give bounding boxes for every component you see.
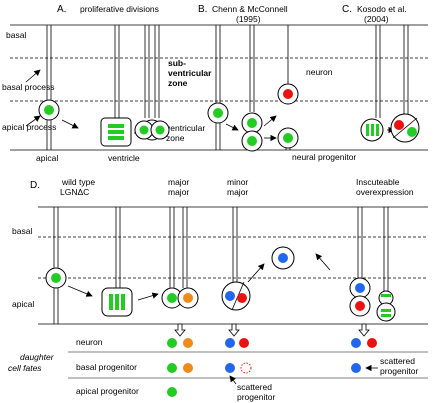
- col4-cells: [315, 207, 396, 322]
- col1-cells: [45, 207, 159, 324]
- panel-a-cells: [38, 25, 170, 150]
- fate-dot-col2-basal-orange: [183, 363, 193, 373]
- scattered-note-2b: progenitor: [380, 366, 418, 376]
- fate-dot-col2-apical-green: [167, 387, 177, 397]
- panel-d: D. wild type LGNΔC major major minor maj…: [8, 177, 428, 402]
- fate-dot-col3-basal-blue: [225, 363, 235, 373]
- apical-process-arrow: [25, 115, 41, 127]
- progression-arrow: [61, 119, 79, 129]
- surface-ventricle-label: ventricle: [108, 153, 140, 163]
- col3-cells: [221, 207, 295, 311]
- col2-header-1: major: [168, 177, 189, 187]
- vz-label-1: ventricular: [166, 123, 205, 133]
- fate-dot-col3-neuron-red: [239, 338, 249, 348]
- progression-arrow: [263, 115, 277, 127]
- fate-dot-col2-neuron-green: [167, 338, 177, 348]
- svz-label-1: sub-: [168, 58, 186, 68]
- top-panels: A. proliferative divisions B. Chenn & Mc…: [2, 4, 428, 163]
- neuron-label-top: neuron: [306, 67, 333, 77]
- panel-b-letter: B.: [198, 4, 207, 15]
- apical-process-label: apical process: [2, 122, 56, 132]
- col4-header-1: Inscuteable: [356, 177, 400, 187]
- vz-label-2: zone: [166, 133, 185, 143]
- col3-header-2: major: [227, 187, 248, 197]
- panel-c-letter: C.: [342, 4, 352, 15]
- fate-dot-col3-neuron-blue: [225, 338, 235, 348]
- fate-dots: [167, 338, 377, 397]
- d-layer-basal: basal: [12, 226, 32, 236]
- progression-arrow: [315, 253, 331, 271]
- surface-apical-label: apical: [36, 153, 58, 163]
- fate-arrows: [174, 323, 370, 337]
- progression-arrow: [137, 292, 159, 301]
- panel-c-cells: [360, 25, 420, 143]
- panel-b-title-1: Chenn & McConnell: [212, 4, 288, 14]
- svz-label-2: ventricular: [168, 68, 212, 78]
- col1-header-1: wild type: [61, 177, 95, 187]
- panel-c-title-1: Kosodo et al.: [357, 4, 407, 14]
- row-basal-progenitor-label: basal progenitor: [76, 362, 137, 372]
- fate-dot-col3-basal-dashed: [240, 362, 252, 374]
- fate-dot-col4-basal-blue: [351, 363, 361, 373]
- fates-label-1: daughter: [20, 352, 55, 362]
- basal-process-label: basal process: [2, 82, 54, 92]
- row-apical-progenitor-label: apical progenitor: [76, 386, 139, 396]
- panel-a-title: proliferative divisions: [80, 4, 159, 14]
- fates-label-2: cell fates: [8, 363, 42, 373]
- col3-header-1: minor: [227, 177, 248, 187]
- svz-label-3: zone: [168, 78, 188, 88]
- fate-dot-col2-basal-green: [167, 363, 177, 373]
- progression-arrow: [225, 123, 239, 131]
- col1-header-2: LGNΔC: [60, 187, 89, 197]
- fate-dot-col2-neuron-orange: [183, 338, 193, 348]
- fate-dot-col4-neuron-red: [367, 338, 377, 348]
- col4-header-2: overexpression: [356, 187, 414, 197]
- panel-b-cells: [207, 25, 299, 152]
- scattered-note-2a: scattered: [380, 356, 415, 366]
- panel-d-letter: D.: [30, 180, 40, 191]
- apical-progenitor-nucleus: [44, 105, 54, 115]
- progression-arrow: [67, 285, 93, 297]
- d-layer-apical: apical: [12, 299, 34, 309]
- fate-dot-col4-neuron-blue: [351, 338, 361, 348]
- scattered-note-1a: scattered: [237, 382, 272, 392]
- col2-cells: [161, 207, 199, 309]
- col2-header-2: major: [168, 187, 189, 197]
- scattered-note-1b: progenitor: [237, 392, 275, 402]
- row-neuron-label: neuron: [76, 337, 103, 347]
- panel-b-title-2: (1995): [236, 14, 261, 24]
- neural-progenitor-label: neural progenitor: [292, 152, 356, 162]
- progression-arrow: [247, 263, 265, 283]
- panel-c-title-2: (2004): [364, 14, 389, 24]
- basal-process-arrow: [25, 69, 41, 83]
- panel-a-letter: A.: [57, 4, 66, 15]
- layer-basal-label: basal: [6, 30, 26, 40]
- scattered-arrow-1: [229, 375, 237, 385]
